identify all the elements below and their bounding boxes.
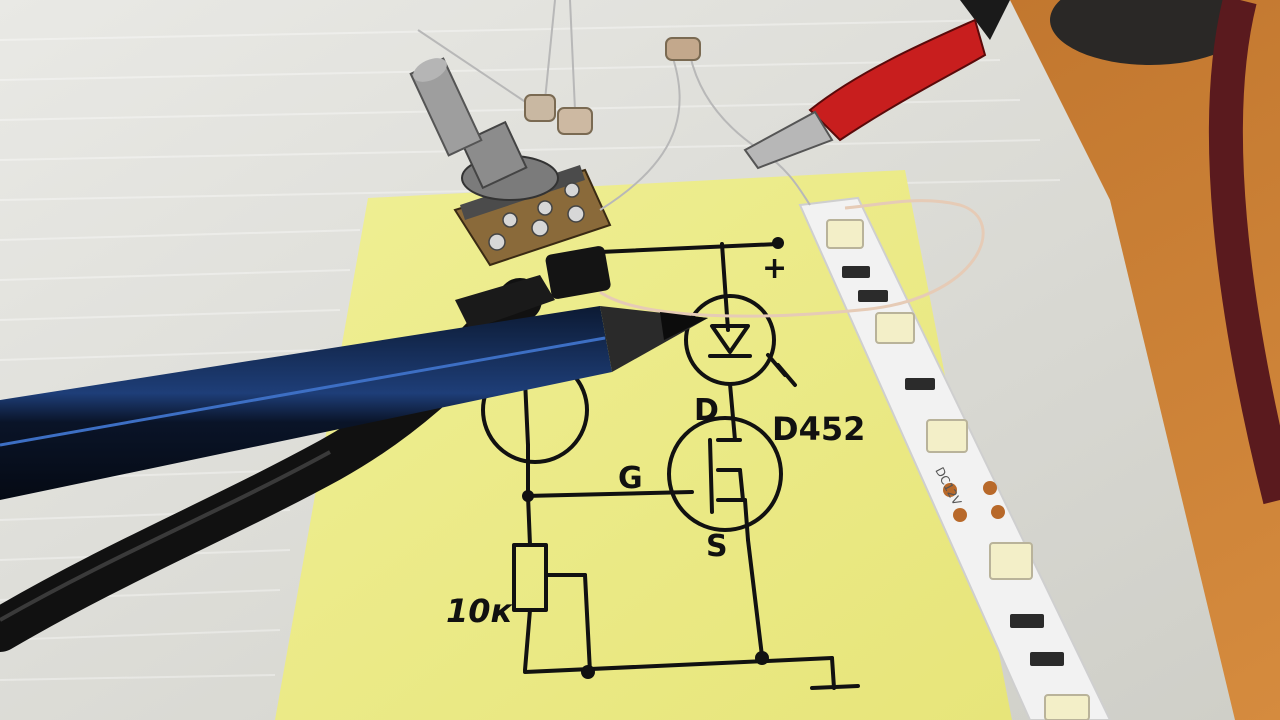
resistor-chip xyxy=(858,290,888,302)
potentiometer xyxy=(409,57,612,267)
red-cable xyxy=(1208,0,1280,505)
mosfet-component xyxy=(545,246,611,299)
photoresistor xyxy=(524,94,556,122)
label-drain: D xyxy=(694,393,719,428)
led-chip xyxy=(1044,694,1090,720)
schematic-junctions xyxy=(522,237,784,679)
label-transistor: D452 xyxy=(772,410,865,448)
pencil xyxy=(0,306,708,500)
label-plus: + xyxy=(762,251,787,286)
resistor-chip xyxy=(1010,614,1044,628)
wire-loop xyxy=(599,199,985,318)
dark-object xyxy=(1050,0,1250,65)
label-resistor: 10к xyxy=(446,592,514,630)
alligator-clip xyxy=(743,0,1010,170)
led-chip xyxy=(875,312,915,344)
led-chip xyxy=(826,219,864,249)
led-chip xyxy=(926,419,968,453)
probe-clip xyxy=(455,275,555,330)
photoresistor xyxy=(557,107,593,135)
resistor-chip xyxy=(842,266,870,278)
schematic xyxy=(481,242,860,690)
led-chip xyxy=(989,542,1033,580)
label-source: S xyxy=(706,529,728,564)
resistor-chip xyxy=(1030,652,1064,666)
resistor-chip xyxy=(905,378,935,390)
label-gate: G xyxy=(618,461,643,496)
photoresistor xyxy=(665,37,701,61)
led-strip: DC12V xyxy=(798,196,1112,720)
